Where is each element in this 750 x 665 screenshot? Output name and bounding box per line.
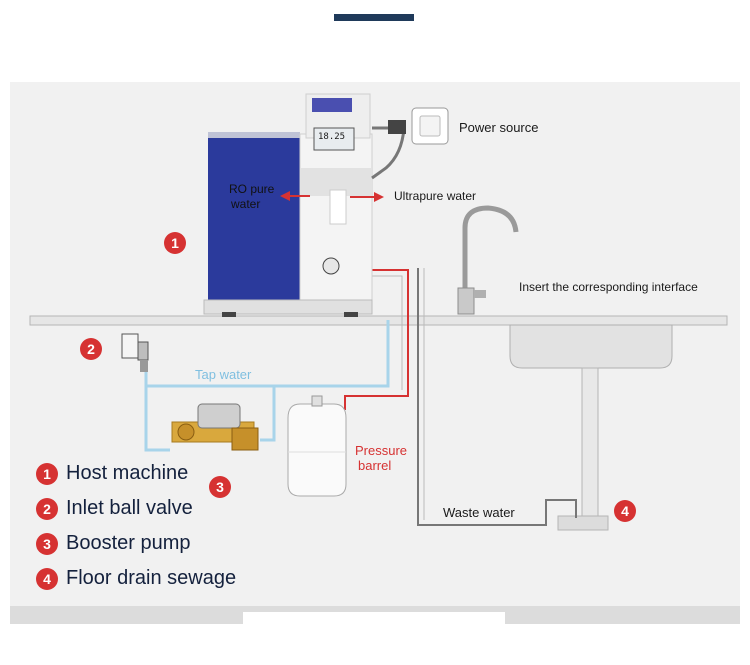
legend-text: Inlet ball valve bbox=[66, 497, 193, 519]
pressure-line-shadow bbox=[370, 275, 403, 390]
inlet-ball-valve bbox=[121, 333, 139, 359]
display-screen bbox=[313, 127, 355, 151]
legend-number: 4 bbox=[36, 567, 58, 590]
pressure-gauge bbox=[322, 257, 340, 275]
legend-number: 1 bbox=[36, 462, 58, 485]
badge-floor-drain: 4 bbox=[614, 500, 636, 522]
ultrapure-arrow-head bbox=[374, 192, 384, 202]
legend-item-floor-drain-sewage: 4 Floor drain sewage bbox=[36, 567, 236, 590]
legend-item-booster-pump: 3 Booster pump bbox=[36, 532, 191, 555]
faucet-spout bbox=[462, 205, 519, 312]
pressure-barrel-cap bbox=[311, 395, 323, 407]
booster-pump-valve bbox=[231, 427, 259, 451]
legend-text: Floor drain sewage bbox=[66, 567, 237, 589]
badge-inlet-ball-valve: 2 bbox=[80, 338, 102, 360]
drain-pipe bbox=[581, 367, 599, 519]
power-source-label: Power source bbox=[459, 120, 539, 135]
legend-text: Booster pump bbox=[66, 532, 191, 554]
dispenser-nozzle bbox=[329, 189, 347, 225]
pressure-barrel-label-line1: Pressure bbox=[355, 443, 408, 458]
host-machine-base bbox=[203, 299, 373, 315]
floor-gap bbox=[243, 612, 505, 626]
ultrapure-water-label: Ultrapure water bbox=[394, 189, 477, 203]
counter-top bbox=[29, 315, 728, 326]
display-reading: 18.25 bbox=[318, 132, 346, 142]
faucet-handle bbox=[474, 290, 486, 298]
badge-booster-pump: 3 bbox=[209, 476, 231, 498]
power-socket-face bbox=[419, 115, 441, 137]
legend-text: Host machine bbox=[66, 462, 189, 484]
insert-interface-label: Insert the corresponding interface bbox=[519, 280, 698, 294]
legend-number: 2 bbox=[36, 497, 58, 520]
sink-basin bbox=[509, 324, 673, 369]
ro-pure-water-label-line2: water bbox=[231, 197, 261, 211]
tap-water-line-branch bbox=[144, 370, 274, 388]
inlet-valve-stem bbox=[140, 360, 148, 372]
legend-number: 3 bbox=[36, 532, 58, 555]
power-plug bbox=[388, 120, 406, 134]
booster-pump-fitting bbox=[177, 423, 195, 441]
host-machine-foot-right bbox=[344, 312, 358, 317]
host-machine-foot-left bbox=[222, 312, 236, 317]
booster-pump-motor bbox=[197, 403, 241, 429]
ro-arrow-head bbox=[280, 191, 290, 201]
waste-water-label: Waste water bbox=[443, 505, 515, 520]
legend-item-inlet-ball-valve: 2 Inlet ball valve bbox=[36, 497, 193, 520]
top-accent-bar bbox=[334, 14, 414, 21]
pressure-barrel-label-line2: barrel bbox=[358, 458, 392, 473]
faucet-body bbox=[457, 287, 475, 315]
host-machine-logo-strip bbox=[312, 98, 352, 112]
floor-drain-base bbox=[557, 515, 609, 531]
tap-water-label: Tap water bbox=[195, 367, 252, 382]
ro-pure-water-label-line1: RO pure bbox=[229, 182, 275, 196]
waste-water-line bbox=[417, 268, 577, 526]
inlet-valve-handle bbox=[137, 341, 149, 361]
host-machine-side bbox=[208, 132, 300, 304]
pressure-line bbox=[344, 269, 409, 410]
legend-item-host-machine: 1 Host machine bbox=[36, 462, 188, 485]
host-machine-top-edge bbox=[208, 132, 300, 138]
badge-host-machine: 1 bbox=[164, 232, 186, 254]
pressure-barrel bbox=[287, 403, 347, 497]
